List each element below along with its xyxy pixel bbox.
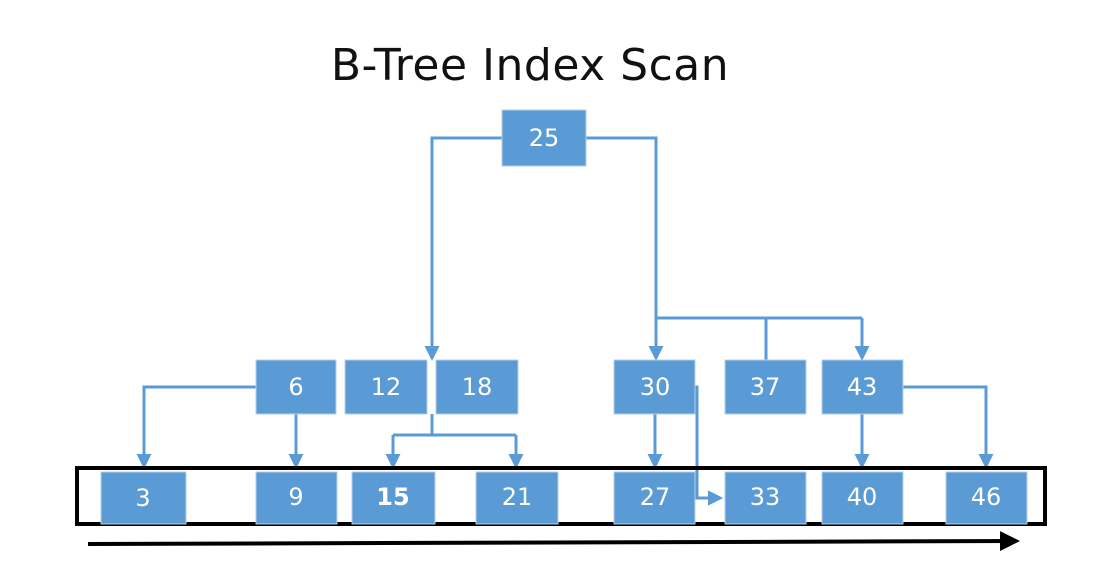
internal-node: 30: [613, 359, 696, 415]
leaf-node: 9: [255, 471, 338, 525]
internal-level: 6 12 18 30 37 43: [255, 359, 904, 415]
leaf-level-frame: [75, 466, 1047, 526]
node-key: 27: [640, 483, 671, 511]
internal-node: 6: [255, 359, 337, 415]
leaf-node: 3: [100, 471, 187, 525]
leaf-node: 46: [945, 471, 1028, 525]
node-key: 18: [462, 373, 493, 401]
node-key: 6: [288, 373, 303, 401]
node-key: 15: [376, 483, 409, 511]
node-key: 33: [750, 483, 781, 511]
root-node: 25: [501, 109, 587, 167]
scan-direction-arrow: [87, 531, 1020, 552]
tree-edges: [136, 136, 994, 506]
leaf-node: 40: [821, 471, 904, 525]
leaf-node: 33: [724, 471, 807, 525]
leaf-node-highlighted: 15: [351, 471, 436, 525]
leaf-level: 3 9 15 21 27 33 40 46: [100, 471, 1028, 525]
edge-30-to-33: [695, 385, 723, 506]
internal-node: 37: [724, 359, 807, 415]
edge-6-to-3: [136, 385, 256, 469]
node-key: 9: [288, 483, 303, 511]
leaf-node: 21: [475, 471, 559, 525]
node-key: 43: [847, 373, 878, 401]
node-key: 40: [847, 483, 878, 511]
node-key: 21: [502, 483, 533, 511]
node-key: 46: [971, 483, 1002, 511]
node-key: 37: [750, 373, 781, 401]
leaf-node: 27: [613, 471, 696, 525]
node-key: 12: [371, 373, 402, 401]
internal-node: 43: [821, 359, 904, 415]
edge-root-to-right-bus: [586, 136, 658, 318]
node-key: 25: [529, 124, 560, 152]
node-key: 3: [135, 484, 150, 512]
edge-43-to-46: [903, 385, 994, 469]
edge-root-to-18: [424, 136, 502, 361]
node-key: 30: [640, 373, 671, 401]
diagram-title: B-Tree Index Scan: [330, 40, 730, 91]
internal-node: 18: [435, 359, 519, 415]
internal-node: 12: [344, 359, 428, 415]
